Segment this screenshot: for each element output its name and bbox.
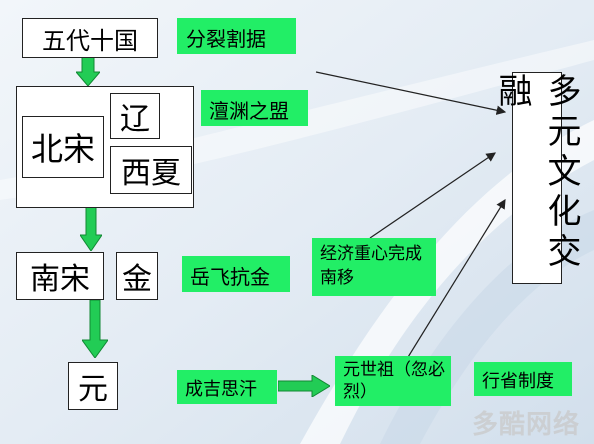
- node-nansong: 南宋: [16, 252, 104, 300]
- node-liao-label: 辽: [120, 102, 150, 137]
- node-culture-label: 多元文化交融: [492, 73, 581, 273]
- label-chengjisihan: 成吉思汗: [177, 370, 277, 404]
- node-jin-label: 金: [122, 262, 152, 297]
- label-chanyuan: 澶渊之盟: [201, 90, 308, 126]
- node-liao: 辽: [110, 93, 160, 139]
- node-yuan: 元: [68, 362, 118, 410]
- down-arrow-1: [76, 56, 100, 86]
- label-jingji: 经济重心完成南移: [312, 238, 436, 296]
- label-chengjisihan-text: 成吉思汗: [185, 379, 257, 400]
- label-yuanshizu: 元世祖（忽必烈）: [335, 356, 451, 406]
- watermark: 多酷网络: [472, 404, 580, 441]
- node-nansong-label: 南宋: [30, 262, 90, 297]
- node-xixia-label: 西夏: [121, 156, 181, 191]
- node-culture: 多元文化交融: [492, 72, 581, 284]
- node-wudai-label: 五代十国: [42, 26, 138, 55]
- arrow-jingji-to-culture: [369, 152, 496, 239]
- label-xingsheng: 行省制度: [474, 362, 572, 396]
- down-arrow-3: [82, 300, 108, 358]
- label-jingji-text: 经济重心完成南移: [320, 244, 422, 288]
- watermark-text: 多酷网络: [472, 410, 581, 440]
- right-arrow-chengjisihan: [278, 375, 330, 397]
- label-fenlie-text: 分裂割据: [186, 27, 266, 51]
- label-fenlie: 分裂割据: [177, 18, 296, 54]
- node-beisong-label: 北宋: [30, 130, 95, 168]
- label-xingsheng-text: 行省制度: [482, 371, 554, 392]
- node-jin: 金: [116, 252, 158, 300]
- node-beisong: 北宋: [22, 116, 104, 178]
- node-xixia: 西夏: [110, 146, 192, 194]
- label-yuanshizu-text: 元世祖（忽必烈）: [343, 360, 445, 402]
- label-chanyuan-text: 澶渊之盟: [209, 99, 289, 123]
- arrow-yuanshizu-to-culture: [404, 198, 506, 363]
- down-arrow-2: [80, 207, 102, 251]
- label-yuefei: 岳飞抗金: [182, 256, 290, 292]
- label-yuefei-text: 岳飞抗金: [190, 265, 270, 289]
- node-yuan-label: 元: [78, 372, 108, 407]
- node-wudai: 五代十国: [22, 18, 158, 58]
- arrow-fenlie-to-culture: [315, 71, 507, 115]
